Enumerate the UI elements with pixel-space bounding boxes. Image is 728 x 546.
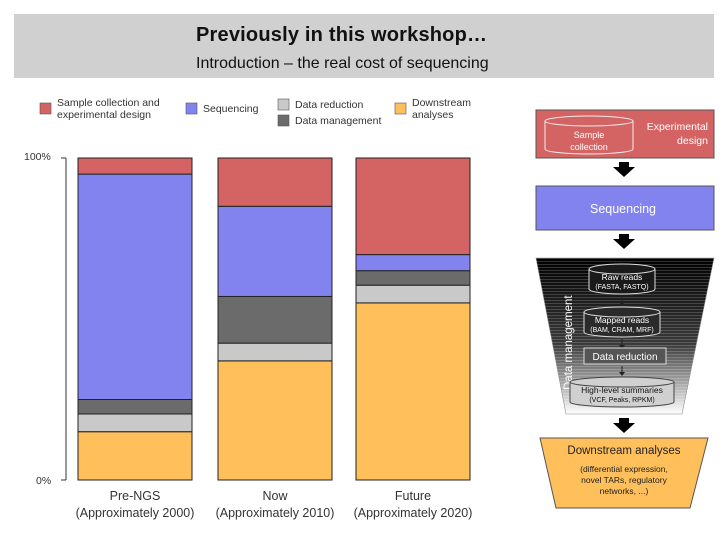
mapped-reads-label: Mapped reads [595,315,649,325]
legend-swatch-sample [39,102,52,115]
small-arrow-head [619,302,625,306]
sequencing-label: Sequencing [590,202,656,216]
sequencing-box [535,185,715,231]
downstream-analyses-box [539,437,709,509]
legend-label-reduction: Data reduction [295,99,363,111]
x-tick-label: Future [395,489,431,503]
mapped-reads-cylinder-body [583,312,661,338]
flow-arrow-head [613,239,635,249]
x-tick-sublabel: (Approximately 2010) [216,506,335,520]
bar-segment-sample-0 [77,157,193,175]
bar-segment-sample-1 [217,157,333,207]
bar-segment-management-1 [217,295,333,344]
legend-label-management: Data management [295,115,381,127]
legend-label-downstream: analyses [412,109,453,121]
legend-label-sample: experimental design [57,109,151,121]
summaries-cylinder-body [569,382,675,408]
flow-arrow-stem [619,162,629,168]
legend-swatch-sequencing [185,102,198,115]
legend-swatch-downstream [394,102,407,115]
slide-subtitle: Introduction – the real cost of sequenci… [196,55,489,72]
bar-segment-reduction-1 [217,342,333,362]
raw-reads-formats: (FASTA, FASTQ) [595,284,648,291]
raw-reads-cylinder-body [588,269,656,295]
y-tick-label: 0% [36,475,51,487]
legend-label-sample: Sample collection and [57,97,160,109]
raw-reads-label: Raw reads [602,272,643,282]
data-management-label: Data management [563,295,575,390]
flow-arrow-stem [619,234,629,240]
bar-segment-reduction-2 [355,284,471,304]
bar-segment-management-0 [77,399,193,415]
bar-segment-downstream-2 [355,302,471,481]
summaries-label: High-level summaries [581,385,663,395]
flow-arrow-head [613,167,635,177]
legend-label-downstream: Downstream [412,97,471,109]
downstream-analyses-desc: novel TARs, regulatory [581,475,667,485]
legend-swatch-reduction [277,98,290,111]
y-tick-label: 100% [24,151,51,163]
downstream-analyses-desc: (differential expression, [580,464,668,474]
sample-collection-label: collection [570,142,608,152]
bar-segment-sequencing-1 [217,205,333,297]
bar-segment-downstream-1 [217,360,333,481]
slide-title: Previously in this workshop… [196,24,488,46]
sample-collection-cylinder-top [544,115,634,127]
summaries-formats: (VCF, Peaks, RPKM) [589,397,654,404]
title-bar [14,14,714,78]
bar-segment-sequencing-0 [77,173,193,400]
bar-segment-downstream-0 [77,431,193,481]
bar-segment-management-2 [355,270,471,286]
stacked-bar-chart: 100% 0% Pre-NGS (Approximately 2000) Now (App… [24,151,472,520]
bar-segment-sequencing-2 [355,254,471,272]
legend-swatch-management [277,114,290,127]
bar-segment-reduction-0 [77,413,193,433]
experimental-design-label: Experimental [647,121,708,133]
flow-arrow-head [613,423,635,433]
downstream-analyses-desc: networks, ...) [600,486,649,496]
x-tick-label: Pre-NGS [110,489,161,503]
data-reduction-label: Data reduction [592,352,657,363]
x-tick-sublabel: (Approximately 2000) [76,506,195,520]
bar-segment-sample-2 [355,157,471,256]
flow-arrow-stem [619,418,629,424]
legend-label-sequencing: Sequencing [203,103,259,115]
x-tick-label: Now [262,489,288,503]
small-arrow-head [619,345,625,349]
sample-collection-label: Sample [574,130,605,140]
pipeline-diagram: Sample collection Experimental designSequen… [535,109,715,509]
summaries-cylinder-top [569,376,675,388]
experimental-design-label: design [677,135,708,147]
small-arrow-head [619,372,625,376]
mapped-reads-formats: (BAM, CRAM, MRF) [590,327,653,334]
mapped-reads-cylinder-top [583,306,661,318]
raw-reads-cylinder-top [588,263,656,275]
x-tick-sublabel: (Approximately 2020) [354,506,473,520]
data-reduction-box [583,347,667,365]
downstream-analyses-title: Downstream analyses [567,445,680,457]
sample-collection-cylinder-body [544,121,634,155]
